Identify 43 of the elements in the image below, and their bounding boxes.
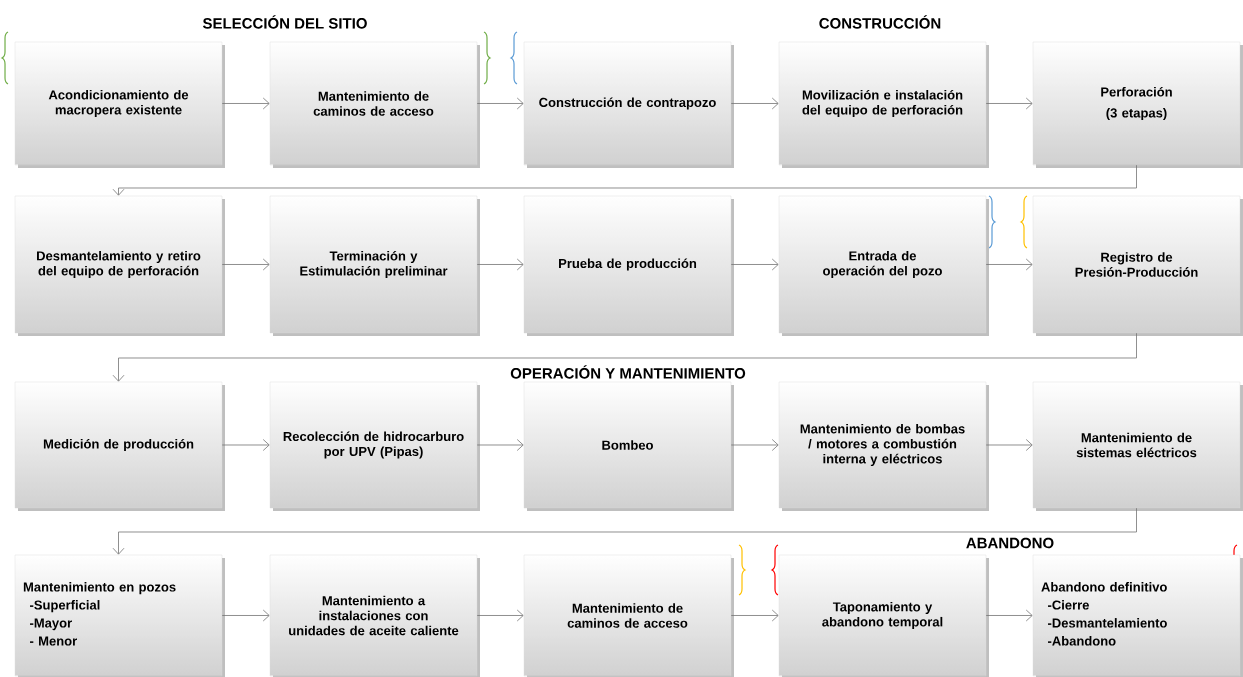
arrow xyxy=(476,258,524,271)
arrow xyxy=(730,609,779,622)
section-heading: ABANDONO xyxy=(966,537,1054,549)
arrow xyxy=(476,609,524,622)
process-box: Recolección de hidrocarburo por UPV (Pipas) xyxy=(269,381,480,511)
process-box: Bombeo xyxy=(523,381,734,511)
arrow xyxy=(221,97,270,110)
arrow xyxy=(985,439,1033,451)
arrow xyxy=(985,97,1033,110)
arrow xyxy=(985,258,1033,271)
arrow xyxy=(730,258,779,271)
arrow xyxy=(730,439,779,451)
process-box: Abandono definitivo -Cierre -Desmantelamiento -Abandono xyxy=(1032,554,1243,677)
arrow xyxy=(112,332,1137,382)
process-box: Entrada de operación del pozo xyxy=(778,195,989,336)
arrow xyxy=(476,97,524,110)
arrow xyxy=(221,609,270,622)
section-heading: CONSTRUCCIÓN xyxy=(819,15,941,29)
process-box: Registro de Presión-Producción xyxy=(1032,195,1243,336)
arrow xyxy=(476,439,524,451)
arrow xyxy=(112,164,1137,196)
section-heading: OPERACIÓN Y MANTENIMIENTO xyxy=(510,365,746,379)
arrow xyxy=(112,507,1137,555)
process-box: Movilización e instalación del equipo de perforación xyxy=(778,41,989,168)
process-box: Prueba de producción xyxy=(523,195,734,336)
process-box: Mantenimiento de caminos de acceso xyxy=(269,41,480,168)
section-heading: SELECCIÓN DEL SITIO xyxy=(202,15,367,29)
process-box: Mantenimiento de sistemas eléctricos xyxy=(1032,381,1243,511)
process-box: Construcción de contrapozo xyxy=(523,41,734,168)
process-box: Mantenimiento de caminos de acceso xyxy=(523,554,734,677)
process-box: Terminación y Estimulación preliminar xyxy=(269,195,480,336)
process-box: Mantenimiento a instalaciones con unidades de aceite caliente xyxy=(269,554,480,677)
process-box: Mantenimiento en pozos -Superficial -Mayor - Menor xyxy=(14,554,225,677)
arrow xyxy=(985,609,1033,622)
process-box: Perforación (3 etapas) xyxy=(1032,41,1243,168)
arrow xyxy=(221,258,270,271)
process-box: Mantenimiento de bombas / motores a combustión interna y eléctricos xyxy=(778,381,989,511)
arrow xyxy=(730,97,779,110)
arrow xyxy=(221,439,270,451)
process-box: Acondicionamiento de macropera existente xyxy=(14,41,225,168)
process-box: Taponamiento y abandono temporal xyxy=(778,554,989,677)
process-box: Medición de producción xyxy=(14,381,225,511)
process-box: Desmantelamiento y retiro del equipo de perforación xyxy=(14,195,225,336)
